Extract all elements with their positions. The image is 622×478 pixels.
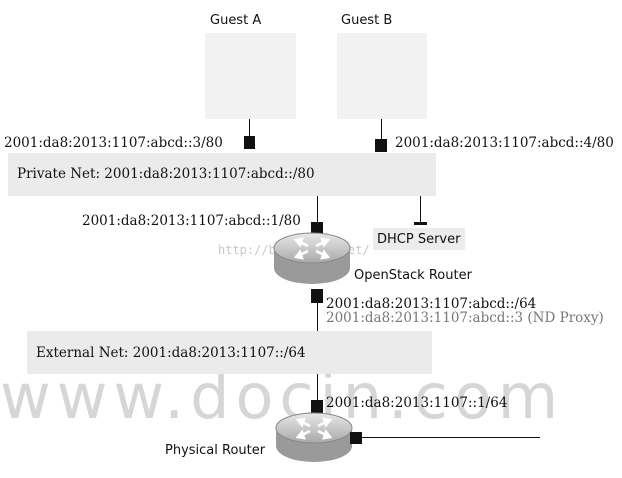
external-net-label: External Net: 2001:da8:2013:1107::/64	[36, 345, 306, 361]
physical-router-label: Physical Router	[165, 443, 266, 458]
router-external-port	[311, 289, 323, 303]
guest-b-box	[337, 33, 427, 119]
dhcp-link	[420, 196, 421, 222]
guest-a-port	[244, 136, 255, 149]
router-external-link	[317, 303, 318, 331]
physical-router-uplink	[362, 437, 540, 438]
guest-b-addr: 2001:da8:2013:1107:abcd::4/80	[395, 135, 614, 151]
guest-a-box	[205, 33, 296, 119]
dhcp-port	[414, 222, 427, 225]
physical-router-port	[311, 400, 323, 413]
guest-a-link	[249, 119, 250, 137]
private-net-label: Private Net: 2001:da8:2013:1107:abcd::/8…	[17, 166, 315, 182]
router-private-link	[317, 196, 318, 222]
openstack-router-icon	[273, 232, 351, 284]
guest-a-addr: 2001:da8:2013:1107:abcd::3/80	[4, 135, 223, 151]
router-private-addr: 2001:da8:2013:1107:abcd::1/80	[82, 213, 301, 229]
dhcp-server-box	[373, 228, 465, 250]
router-private-port	[311, 222, 323, 235]
router-external-addr: 2001:da8:2013:1107:abcd::/64	[326, 296, 537, 312]
guest-b-label: Guest B	[341, 13, 393, 28]
physical-router-icon	[275, 412, 353, 462]
physical-router-link	[317, 374, 318, 400]
external-net-band	[27, 331, 432, 374]
guest-a-label: Guest A	[210, 13, 262, 28]
physical-router-uplink-port	[350, 432, 362, 444]
private-net-band	[8, 153, 436, 196]
guest-b-link	[381, 119, 382, 139]
openstack-router-label: OpenStack Router	[354, 268, 472, 283]
dhcp-server-label: DHCP Server	[377, 232, 461, 247]
guest-b-port	[375, 139, 387, 152]
nd-proxy-addr: 2001:da8:2013:1107:abcd::3 (ND Proxy)	[326, 310, 604, 326]
physical-router-addr: 2001:da8:2013:1107::1/64	[326, 395, 508, 411]
